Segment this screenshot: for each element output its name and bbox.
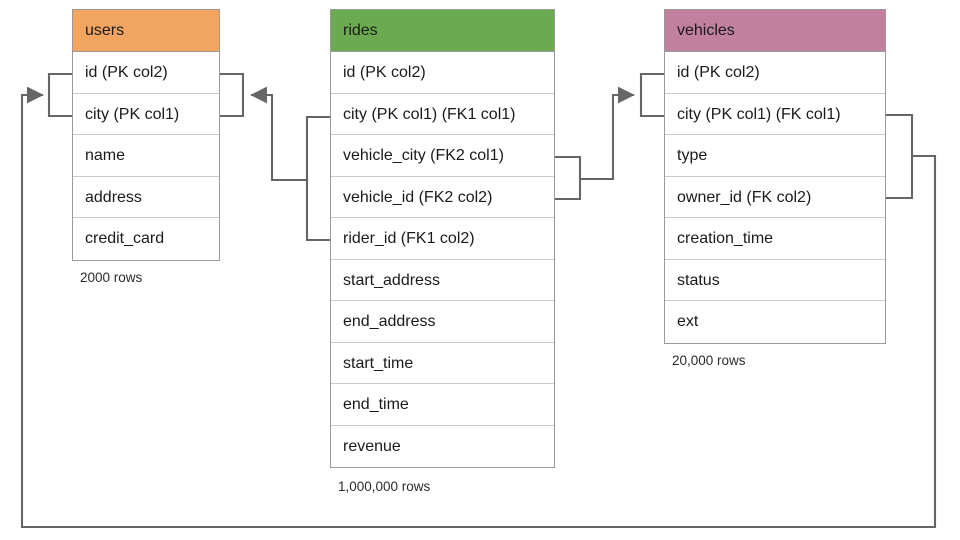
vehicles-row-count: 20,000 rows [672,353,746,368]
table-vehicles[interactable]: vehicles id (PK col2) city (PK col1) (FK… [664,9,886,344]
rides-row-count: 1,000,000 rows [338,479,431,494]
vehicles-fk-bracket [884,113,914,200]
column-rides-end-time[interactable]: end_time [331,384,554,426]
users-key-bracket-right [218,72,245,118]
table-rides[interactable]: rides id (PK col2) city (PK col1) (FK1 c… [330,9,555,468]
vehicles-key-bracket [639,72,666,118]
column-rides-revenue[interactable]: revenue [331,425,554,467]
column-users-city[interactable]: city (PK col1) [73,93,219,135]
rides-fk1-bracket [305,115,332,242]
column-rides-start-time[interactable]: start_time [331,342,554,384]
column-users-id[interactable]: id (PK col2) [73,52,219,94]
column-rides-start-address[interactable]: start_address [331,259,554,301]
table-users-header: users [73,10,219,52]
table-users[interactable]: users id (PK col2) city (PK col1) name a… [72,9,220,261]
column-users-name[interactable]: name [73,135,219,177]
column-vehicles-status[interactable]: status [665,259,885,301]
edge-rides-fk1-to-users [250,86,309,182]
column-vehicles-ext[interactable]: ext [665,301,885,343]
column-vehicles-city[interactable]: city (PK col1) (FK col1) [665,93,885,135]
column-rides-vehicle-id[interactable]: vehicle_id (FK2 col2) [331,176,554,218]
column-rides-rider-id[interactable]: rider_id (FK1 col2) [331,218,554,260]
column-rides-end-address[interactable]: end_address [331,301,554,343]
column-vehicles-id[interactable]: id (PK col2) [665,52,885,94]
users-row-count: 2000 rows [80,270,143,285]
column-vehicles-owner-id[interactable]: owner_id (FK col2) [665,176,885,218]
column-rides-city[interactable]: city (PK col1) (FK1 col1) [331,93,554,135]
column-users-credit-card[interactable]: credit_card [73,218,219,260]
rides-fk2-bracket [553,155,582,201]
table-vehicles-header: vehicles [665,10,885,52]
column-vehicles-creation-time[interactable]: creation_time [665,218,885,260]
table-rides-header: rides [331,10,554,52]
column-rides-id[interactable]: id (PK col2) [331,52,554,94]
column-rides-vehicle-city[interactable]: vehicle_city (FK2 col1) [331,135,554,177]
users-key-bracket [47,72,74,118]
column-users-address[interactable]: address [73,176,219,218]
edge-rides-fk2-to-vehicles [578,86,635,181]
column-vehicles-type[interactable]: type [665,135,885,177]
